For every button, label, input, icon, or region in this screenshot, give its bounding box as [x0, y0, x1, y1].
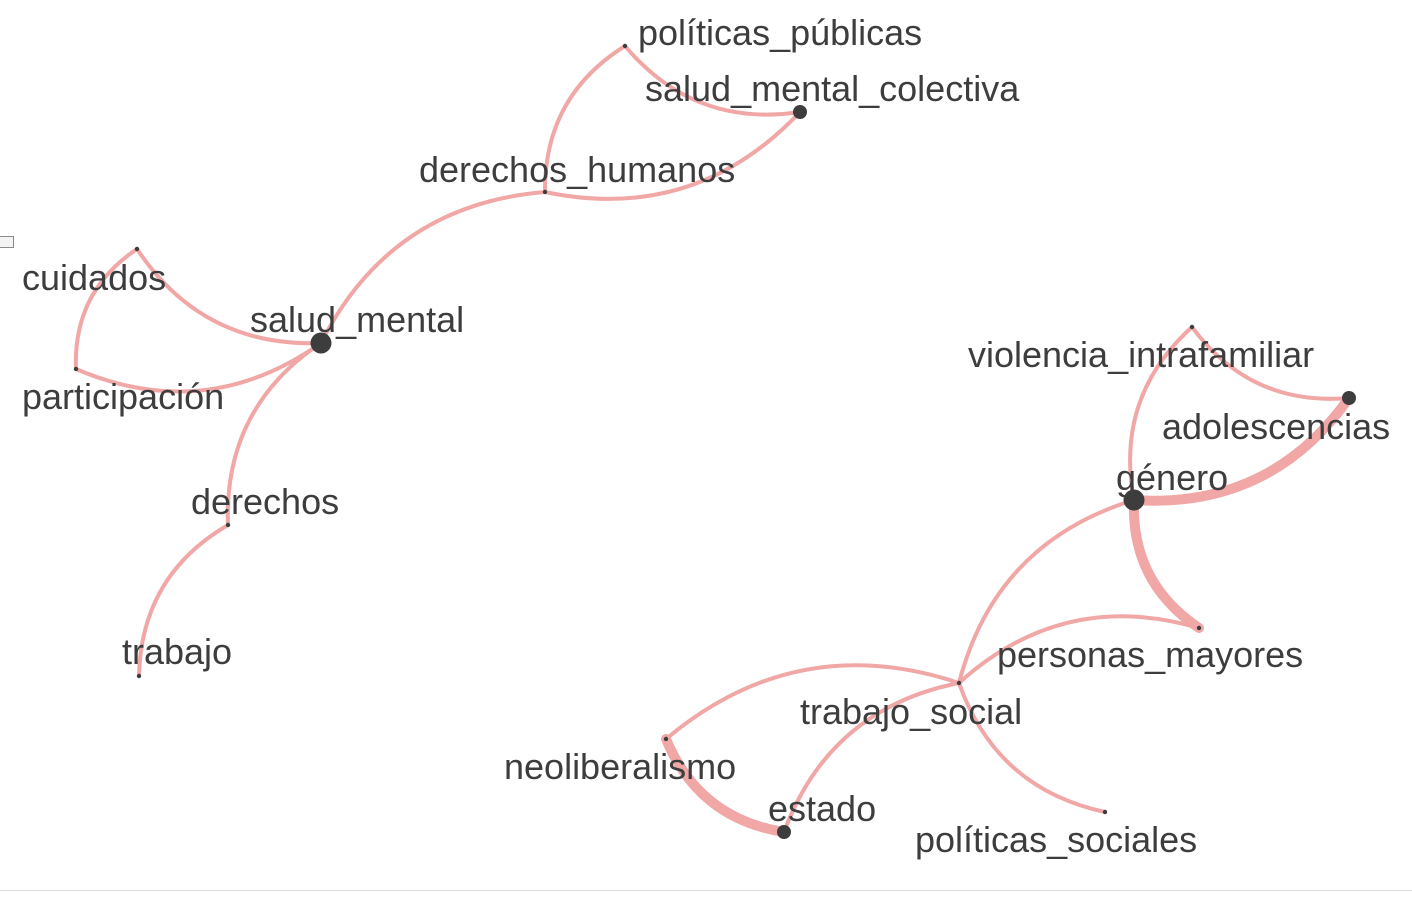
edge-neoliberalismo-estado: [661, 734, 789, 837]
edge-genero-personas_mayores: [1128, 495, 1204, 633]
node-adolescencias[interactable]: [1342, 391, 1356, 405]
node-label-derechos: derechos: [191, 481, 339, 522]
edge-genero-adolescencias: [1129, 393, 1354, 506]
node-salud_mental_colectiva[interactable]: [793, 105, 807, 119]
node-label-cuidados: cuidados: [22, 257, 166, 298]
edge-personas_mayores-trabajo_social: [957, 614, 1201, 685]
edge-participacion-salud_mental: [74, 341, 323, 394]
node-label-genero: género: [1116, 457, 1228, 498]
node-personas_mayores[interactable]: [1196, 625, 1202, 631]
edge-derechos_humanos-salud_mental_colectiva: [543, 110, 802, 201]
node-participacion[interactable]: [73, 366, 79, 372]
node-label-politicas_sociales: políticas_sociales: [915, 819, 1197, 860]
node-violencia_intrafamiliar[interactable]: [1189, 324, 1195, 330]
edge-salud_mental-derechos: [225, 341, 323, 527]
node-label-violencia_intrafamiliar: violencia_intrafamiliar: [968, 334, 1314, 375]
node-label-salud_mental_colectiva: salud_mental_colectiva: [645, 68, 1020, 109]
panel-handle[interactable]: [0, 236, 14, 248]
node-politicas_publicas[interactable]: [622, 43, 628, 49]
node-label-neoliberalismo: neoliberalismo: [504, 746, 736, 787]
node-label-politicas_publicas: políticas_públicas: [638, 12, 922, 53]
node-salud_mental[interactable]: [310, 332, 332, 354]
node-cuidados[interactable]: [134, 246, 140, 252]
node-label-adolescencias: adolescencias: [1162, 406, 1390, 447]
node-label-derechos_humanos: derechos_humanos: [419, 149, 735, 190]
node-trabajo_social[interactable]: [956, 680, 962, 686]
node-label-personas_mayores: personas_mayores: [997, 634, 1303, 675]
edge-cuidados-salud_mental: [135, 247, 323, 346]
edge-trabajo_social-estado: [782, 681, 961, 834]
node-label-trabajo: trabajo: [122, 631, 232, 672]
edge-derechos_humanos-salud_mental: [319, 190, 547, 345]
edge-genero-trabajo_social: [957, 498, 1136, 685]
node-neoliberalismo[interactable]: [663, 736, 669, 742]
edge-trabajo_social-politicas_sociales: [957, 681, 1107, 814]
nodes-layer: [73, 43, 1356, 839]
edge-politicas_publicas-salud_mental_colectiva: [623, 44, 802, 117]
node-trabajo[interactable]: [136, 673, 142, 679]
edge-derechos-trabajo: [137, 523, 230, 678]
bottom-divider: [0, 890, 1412, 891]
node-derechos[interactable]: [225, 522, 231, 528]
node-politicas_sociales[interactable]: [1102, 809, 1108, 815]
edges-layer: [73, 44, 1354, 837]
edge-trabajo_social-neoliberalismo: [664, 663, 961, 741]
node-label-salud_mental: salud_mental: [250, 299, 464, 340]
edge-violencia_intrafamiliar-adolescencias: [1190, 325, 1351, 401]
edge-politicas_publicas-derechos_humanos: [542, 44, 627, 194]
node-genero[interactable]: [1123, 489, 1145, 511]
node-label-estado: estado: [768, 788, 876, 829]
node-estado[interactable]: [777, 825, 791, 839]
node-label-trabajo_social: trabajo_social: [800, 691, 1022, 732]
edge-cuidados-participacion: [73, 247, 139, 371]
node-derechos_humanos[interactable]: [542, 189, 548, 195]
node-label-participacion: participación: [22, 376, 224, 417]
labels-layer: políticas_públicas salud_mental_colectiva…: [22, 12, 1390, 860]
edge-violencia_intrafamiliar-genero: [1128, 325, 1194, 502]
